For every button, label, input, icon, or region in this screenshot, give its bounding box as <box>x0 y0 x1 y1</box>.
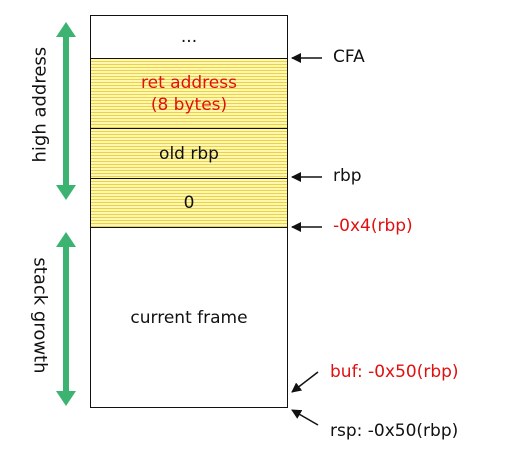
zero-label: 0 <box>183 193 195 213</box>
stack-growth-double-arrow <box>56 232 76 406</box>
high-address-double-arrow <box>56 22 76 200</box>
buf-label: buf: -0x50(rbp) <box>330 362 459 382</box>
ret-address-label: ret address <box>141 72 237 93</box>
zero-cell: 0 <box>91 178 287 227</box>
old-rbp-cell: old rbp <box>91 128 287 178</box>
cfa-label: CFA <box>333 47 365 67</box>
old-rbp-label: old rbp <box>159 143 219 164</box>
rsp-label: rsp: -0x50(rbp) <box>330 421 459 441</box>
minus4-label: -0x4(rbp) <box>333 216 413 236</box>
ret-address-cell: ret address (8 bytes) <box>91 58 287 128</box>
current-frame-cell: current frame <box>91 227 287 407</box>
high-address-label: high address <box>29 46 51 163</box>
rbp-pointer-label: rbp <box>333 166 362 186</box>
buf-arrow <box>291 371 319 393</box>
ret-address-size: (8 bytes) <box>150 94 228 115</box>
top-cell: ... <box>91 16 287 58</box>
stack-growth-label: stack growth <box>29 257 51 374</box>
current-frame-label: current frame <box>130 307 248 328</box>
ellipsis-text: ... <box>180 27 198 47</box>
rsp-arrow <box>291 409 319 426</box>
stack-frame-box: ... ret address (8 bytes) old rbp 0 curr… <box>90 15 288 408</box>
